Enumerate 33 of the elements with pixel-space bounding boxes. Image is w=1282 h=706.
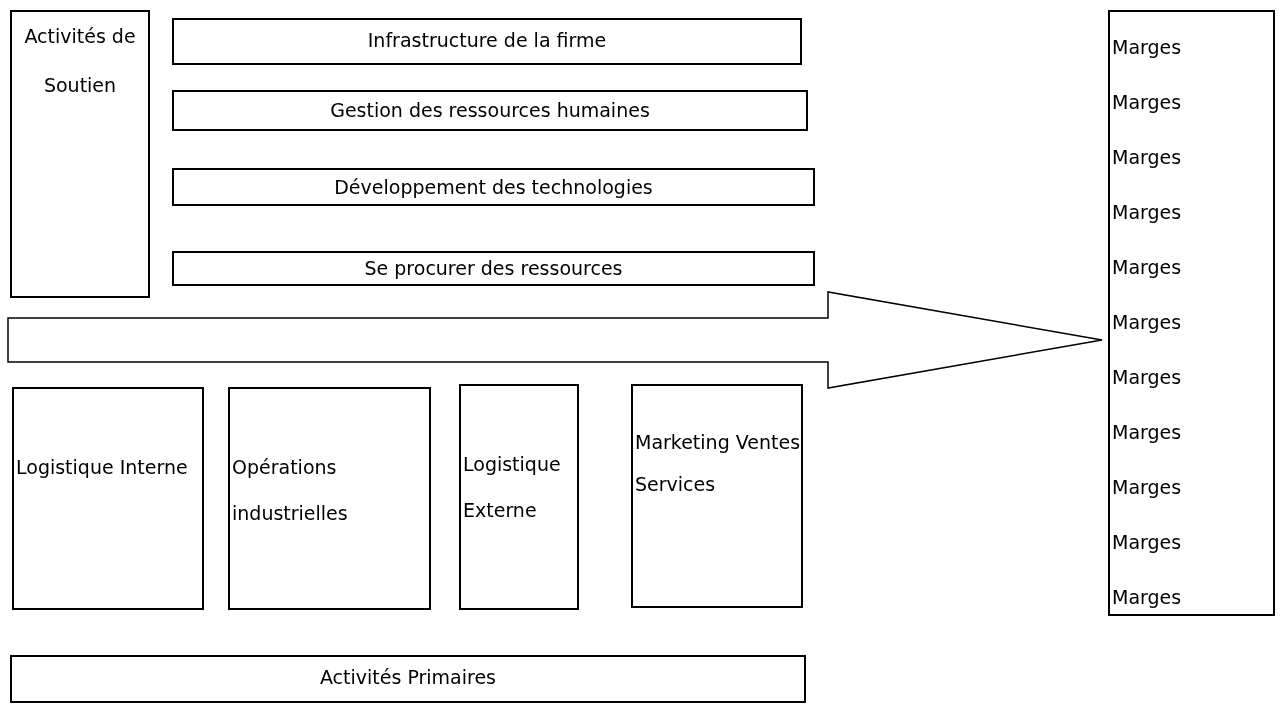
margin-label: Marges xyxy=(1112,145,1183,170)
activity-label: Logistique Interne xyxy=(16,455,189,480)
margin-label: Marges xyxy=(1112,475,1183,500)
activity-box xyxy=(228,387,431,610)
activity-box xyxy=(172,168,815,206)
margin-label: Marges xyxy=(1112,200,1183,225)
margin-label: Marges xyxy=(1112,530,1183,555)
activity-box xyxy=(10,10,150,298)
activity-box xyxy=(459,384,579,610)
activity-label: Gestion des ressources humaines xyxy=(329,98,651,123)
margin-label: Marges xyxy=(1112,365,1183,390)
margin-label: Marges xyxy=(1112,585,1183,610)
activity-box xyxy=(172,251,815,286)
margin-column xyxy=(1108,10,1275,616)
activity-label: Marketing Ventes Services xyxy=(635,430,801,497)
activity-box xyxy=(631,384,803,608)
activity-label: Se procurer des ressources xyxy=(363,256,624,281)
activity-box xyxy=(10,655,806,703)
margin-label: Marges xyxy=(1112,255,1183,280)
margin-label: Marges xyxy=(1112,310,1183,335)
activity-box xyxy=(172,90,808,131)
block-arrow xyxy=(7,291,1103,389)
activity-box xyxy=(172,18,802,65)
activity-label: Activités Primaires xyxy=(318,665,498,690)
margin-label: Marges xyxy=(1112,90,1183,115)
activity-label: Logistique Externe xyxy=(463,452,562,523)
activity-label: Opérations industrielles xyxy=(232,455,349,526)
activity-label: Développement des technologies xyxy=(333,175,654,200)
activity-box xyxy=(12,387,204,610)
margin-label: Marges xyxy=(1112,420,1183,445)
activity-label: Activités de Soutien xyxy=(23,24,137,99)
margin-label: Marges xyxy=(1112,35,1183,60)
activity-label: Infrastructure de la firme xyxy=(366,28,608,53)
